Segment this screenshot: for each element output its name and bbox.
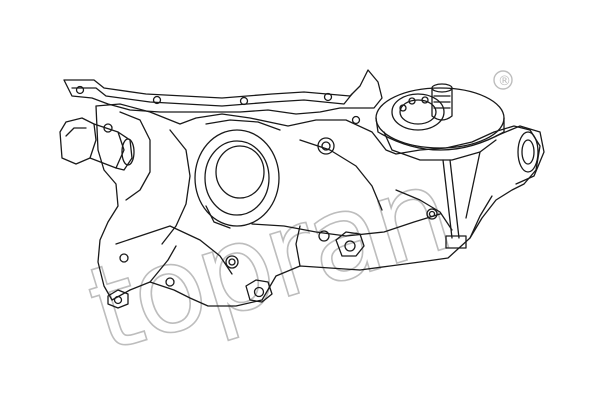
pump-housing-body: [95, 103, 541, 307]
long-studs: [442, 151, 481, 249]
bolt-bosses: [103, 123, 438, 309]
watermark-text: topran: [73, 140, 462, 379]
registered-symbol: ®: [498, 74, 511, 89]
registered-mark: ®: [493, 70, 513, 90]
left-hex-plug: [59, 117, 135, 171]
top-gasket-plate: [63, 69, 383, 125]
watermark: topran ®: [72, 70, 513, 380]
drive-pulley: [375, 83, 505, 161]
right-port: [495, 125, 545, 185]
central-bore: [194, 129, 280, 229]
